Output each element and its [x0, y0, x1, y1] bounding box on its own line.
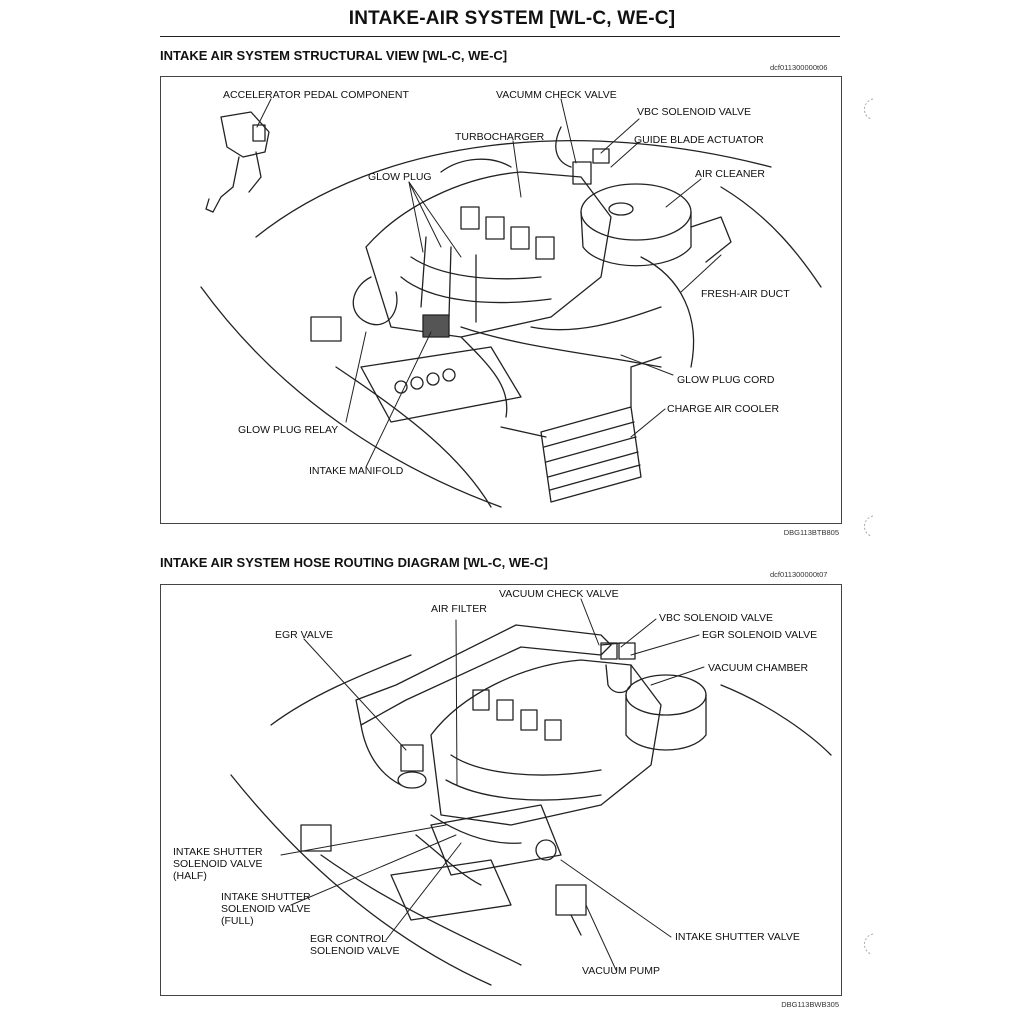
- binder-hole-mark-1: [864, 98, 874, 120]
- structural-view-figure: ACCELERATOR PEDAL COMPONENT VACUMM CHECK…: [160, 76, 842, 537]
- label-vacuum-chamber: VACUUM CHAMBER: [708, 662, 809, 674]
- section-title-hose-routing: INTAKE AIR SYSTEM HOSE ROUTING DIAGRAM […: [160, 555, 548, 570]
- label-intake-shutter-solenoid-valve-full: INTAKE SHUTTER SOLENOID VALVE (FULL): [221, 891, 311, 927]
- section-title-structural-view: INTAKE AIR SYSTEM STRUCTURAL VIEW [WL-C,…: [160, 48, 508, 63]
- hose-engine-drawing: [430, 659, 662, 826]
- label-intake-shutter-solenoid-valve-half: INTAKE SHUTTER SOLENOID VALVE (HALF): [173, 846, 263, 882]
- label-intake-manifold: INTAKE MANIFOLD: [309, 465, 404, 477]
- charge-air-cooler-drawing: [500, 356, 662, 503]
- label-vbc-solenoid-valve-2: VBC SOLENOID VALVE: [659, 612, 773, 624]
- label-vbc-solenoid-valve: VBC SOLENOID VALVE: [637, 106, 751, 118]
- label-glow-plug: GLOW PLUG: [368, 171, 432, 183]
- label-vacuum-check-valve: VACUUM CHECK VALVE: [499, 588, 619, 600]
- label-guide-blade-actuator: GUIDE BLADE ACTUATOR: [634, 134, 764, 146]
- label-accelerator-pedal-component: ACCELERATOR PEDAL COMPONENT: [223, 89, 409, 101]
- label-egr-valve: EGR VALVE: [275, 629, 333, 641]
- label-charge-air-cooler: CHARGE AIR COOLER: [667, 403, 780, 415]
- figure-code-hose-routing: DBG113BWB305: [781, 1000, 839, 1009]
- label-air-cleaner: AIR CLEANER: [695, 168, 766, 180]
- intake-manifold-shading: [422, 314, 450, 338]
- title-rule: [160, 36, 840, 37]
- label-vacumm-check-valve: VACUMM CHECK VALVE: [496, 89, 617, 101]
- binder-hole-mark-3: [864, 933, 874, 955]
- ref-code-structural-view: dcf011300000t06: [770, 63, 828, 72]
- label-egr-control-solenoid-valve: EGR CONTROL SOLENOID VALVE: [310, 933, 400, 957]
- hose-routing-figure: VACUUM CHECK VALVE AIR FILTER VBC SOLENO…: [160, 584, 842, 1009]
- accelerator-pedal-drawing: [205, 111, 270, 213]
- label-air-filter: AIR FILTER: [431, 603, 487, 615]
- label-fresh-air-duct: FRESH-AIR DUCT: [701, 288, 790, 300]
- air-cleaner-drawing: [580, 183, 732, 267]
- ref-code-hose-routing: dcf011300000t07: [770, 570, 828, 579]
- label-glow-plug-cord: GLOW PLUG CORD: [677, 374, 775, 386]
- binder-hole-mark-2: [864, 515, 874, 537]
- label-turbocharger: TURBOCHARGER: [455, 131, 545, 143]
- structural-view-drawing: [200, 98, 822, 508]
- label-glow-plug-relay: GLOW PLUG RELAY: [238, 424, 339, 436]
- hose-routing-drawing: [230, 598, 832, 986]
- label-intake-shutter-valve: INTAKE SHUTTER VALVE: [675, 931, 800, 943]
- page-title: INTAKE-AIR SYSTEM [WL-C, WE-C]: [348, 8, 676, 29]
- figure-code-structural-view: DBG113BTB805: [783, 528, 839, 537]
- label-egr-solenoid-valve: EGR SOLENOID VALVE: [702, 629, 818, 641]
- label-vacuum-pump: VACUUM PUMP: [582, 965, 660, 977]
- engine-drawing: [365, 158, 612, 338]
